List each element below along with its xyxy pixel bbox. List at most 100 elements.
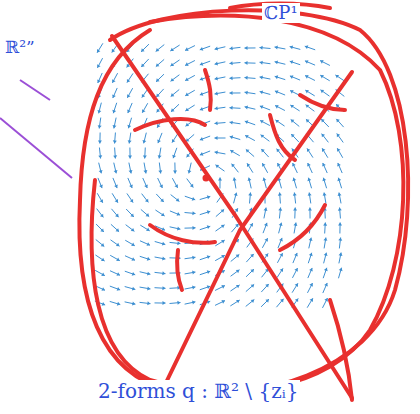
field-arrow — [323, 268, 328, 278]
field-arrow — [140, 241, 150, 246]
field-arrow — [187, 163, 191, 174]
red-stroke — [330, 300, 352, 400]
field-arrow — [275, 46, 286, 50]
field-arrow — [338, 223, 342, 234]
field-arrow — [262, 269, 269, 278]
field-arrow — [230, 150, 240, 156]
field-arrow — [218, 178, 222, 189]
field-arrow — [275, 60, 286, 64]
field-arrow — [305, 60, 315, 65]
field-arrow — [170, 45, 179, 51]
field-arrow — [323, 238, 327, 249]
field-arrow — [230, 91, 241, 95]
red-cross — [112, 36, 352, 398]
field-arrow — [322, 298, 327, 308]
field-arrow — [322, 163, 327, 173]
field-arrow — [127, 73, 133, 82]
field-arrow — [230, 300, 239, 306]
field-arrow — [128, 148, 132, 159]
field-arrow — [125, 240, 135, 246]
field-arrow — [245, 46, 256, 50]
field-arrow — [185, 271, 196, 275]
field-arrow — [260, 105, 270, 110]
field-arrow — [111, 224, 119, 231]
field-arrow — [143, 178, 148, 188]
field-arrow — [200, 255, 210, 259]
field-arrow — [170, 211, 180, 216]
field-arrow — [215, 225, 224, 231]
field-arrow — [98, 178, 103, 188]
field-arrow — [338, 208, 342, 219]
field-arrow — [261, 149, 268, 157]
field-arrow — [275, 90, 285, 95]
field-arrow — [321, 119, 329, 127]
field-arrow — [97, 43, 103, 52]
field-arrow — [185, 90, 195, 96]
field-arrow — [98, 148, 102, 159]
field-arrow — [98, 118, 102, 129]
field-arrow — [263, 223, 268, 233]
field-arrow — [305, 90, 314, 96]
field-arrow — [324, 253, 328, 264]
field-arrow — [215, 285, 225, 290]
field-arrow — [171, 104, 179, 112]
field-arrow — [277, 268, 283, 277]
purple-stroke — [0, 118, 72, 178]
field-arrow — [215, 91, 226, 95]
field-arrow — [141, 59, 148, 67]
field-arrow — [215, 106, 226, 110]
field-arrow — [185, 256, 196, 260]
field-arrow — [230, 106, 241, 110]
field-arrow — [155, 301, 166, 305]
field-arrow — [110, 255, 120, 261]
field-arrow — [125, 271, 135, 276]
slide-text: ℝ²” — [3, 38, 37, 57]
field-arrow — [158, 163, 162, 174]
field-arrow — [262, 163, 268, 173]
field-arrow — [275, 120, 284, 126]
field-arrow — [128, 178, 133, 188]
field-arrow — [172, 178, 178, 188]
field-arrow — [172, 133, 178, 142]
field-arrow — [293, 193, 297, 204]
field-arrow — [142, 194, 149, 203]
field-arrow — [230, 285, 239, 291]
field-arrow — [200, 136, 210, 141]
field-arrow — [323, 223, 327, 234]
field-arrow — [95, 270, 105, 276]
field-arrow — [156, 89, 163, 97]
field-arrow — [185, 211, 196, 215]
field-arrow — [230, 76, 241, 80]
field-arrow — [293, 223, 297, 234]
field-arrow — [290, 75, 300, 80]
field-arrow — [230, 46, 241, 50]
field-arrow — [111, 209, 118, 217]
field-arrow — [156, 194, 163, 202]
field-arrow — [245, 105, 256, 109]
slide-text: 2-forms q : ℝ² \ {zᵢ} — [96, 380, 300, 402]
field-arrow — [260, 61, 271, 65]
field-arrow — [261, 284, 268, 292]
field-arrow — [231, 270, 240, 277]
purple-stroke — [20, 80, 50, 100]
field-arrow — [187, 179, 194, 188]
field-arrow — [264, 208, 268, 219]
field-arrow — [293, 208, 297, 219]
field-arrow — [231, 255, 240, 262]
field-arrow — [186, 134, 194, 141]
field-arrow — [112, 73, 118, 83]
field-arrow — [216, 209, 224, 216]
field-arrow — [261, 299, 269, 307]
field-arrow — [200, 225, 210, 229]
field-arrow — [158, 148, 162, 159]
field-arrow — [98, 133, 102, 144]
field-arrow — [143, 148, 147, 159]
field-arrow — [307, 148, 313, 157]
field-arrow — [200, 285, 210, 289]
field-arrow — [97, 58, 103, 68]
field-arrow — [155, 210, 164, 216]
field-arrow — [308, 268, 313, 278]
field-arrow — [200, 210, 210, 214]
field-arrow — [233, 178, 237, 189]
